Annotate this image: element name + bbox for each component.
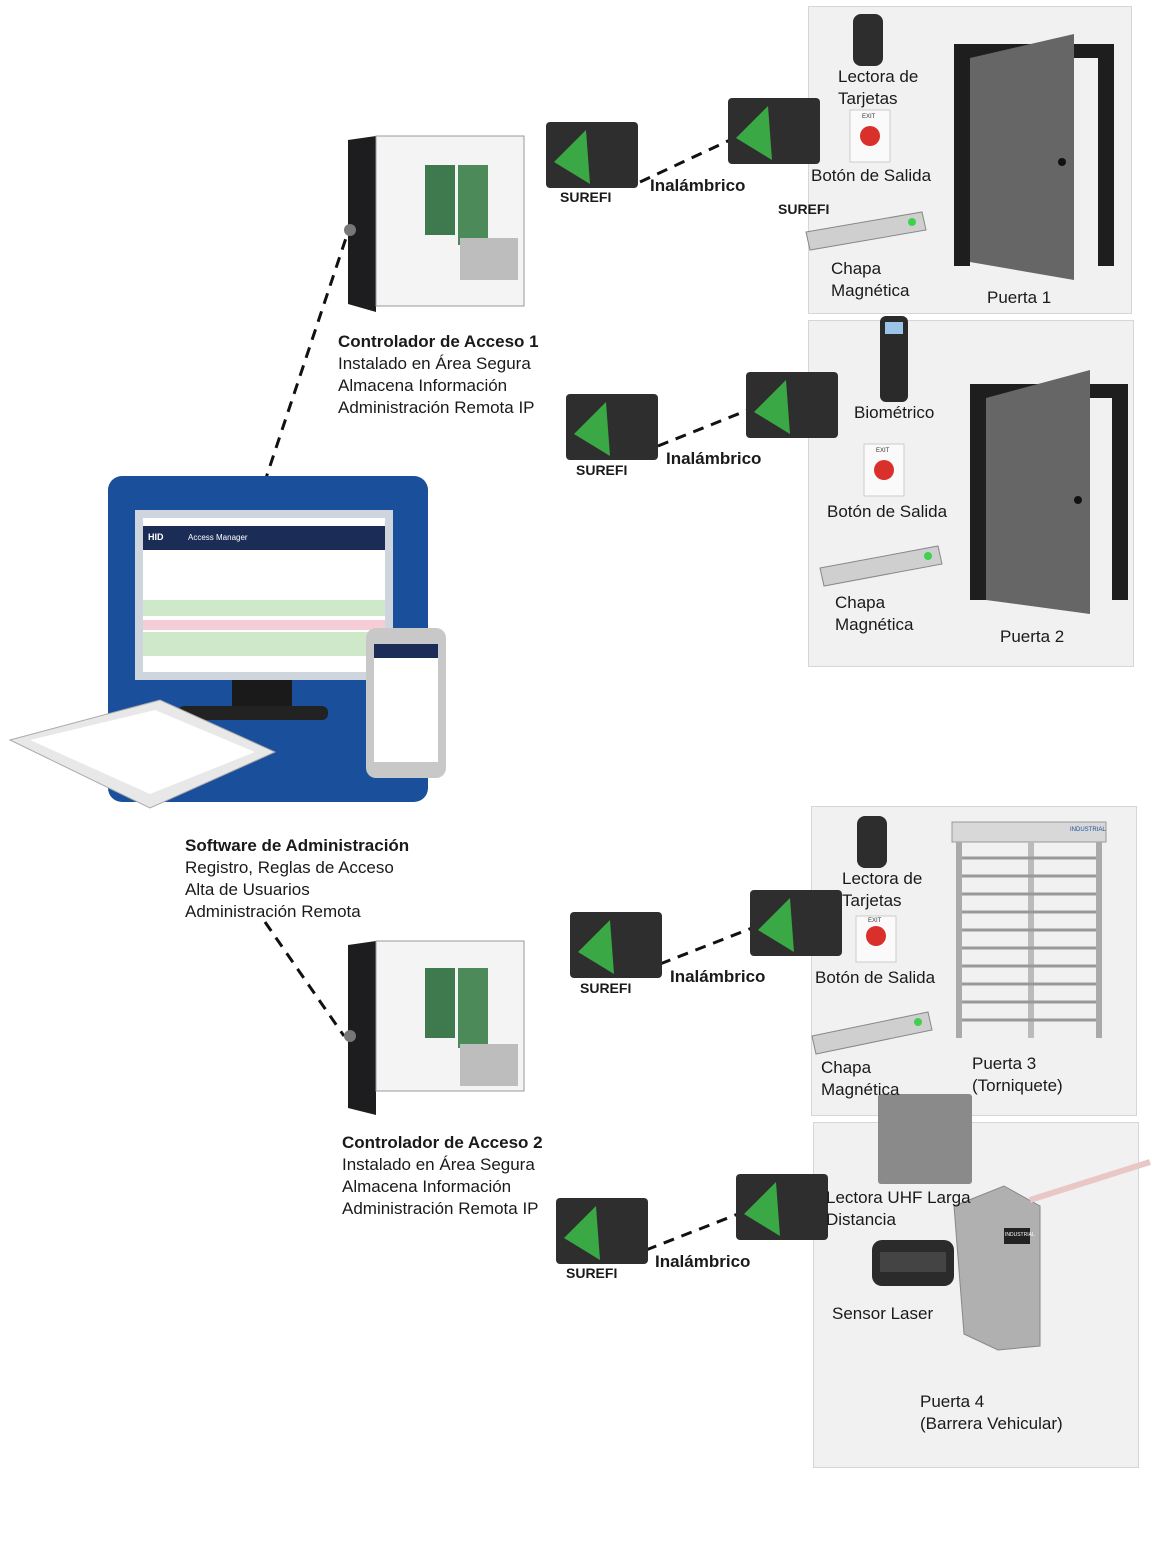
mag-lock-1: [805, 211, 927, 251]
controller-1-line: Administración Remota IP: [338, 398, 535, 417]
link-wireless-4: [645, 1212, 739, 1252]
surefi-label: SUREFI: [566, 1265, 618, 1281]
exit-button-label: Botón de Salida: [827, 502, 948, 521]
link-wireless-1: [639, 138, 731, 184]
card-reader-label: Lectora de Tarjetas: [842, 869, 923, 910]
link-wireless-3: [659, 926, 753, 966]
controller-1-description: Controlador de Acceso 1 Instalado en Áre…: [338, 331, 539, 419]
uhf-reader: [878, 1094, 972, 1184]
mag-lock-label: Chapa Magnética: [835, 593, 914, 634]
surefi-label: SUREFI: [576, 462, 628, 478]
surefi-label: SUREFI: [560, 189, 612, 205]
exit-sign-text: EXIT: [868, 918, 882, 924]
mag-lock-label: Chapa Magnética: [821, 1058, 900, 1099]
mag-lock-2: [819, 545, 943, 587]
link-wireless-2: [657, 408, 749, 448]
barrier-brand: INDUSTRIAL: [1005, 1232, 1035, 1238]
surefi-units: [546, 98, 842, 1264]
laser-sensor-label: Sensor Laser: [832, 1304, 934, 1323]
surefi-label: SUREFI: [580, 980, 632, 996]
screen-brand: HID: [148, 532, 164, 542]
door-2-graphic: [970, 370, 1128, 614]
door-1-label: Puerta 1: [987, 288, 1052, 307]
wireless-label: Inalámbrico: [655, 1252, 751, 1271]
link-software-controller-1: [256, 231, 350, 503]
card-reader-3: [857, 816, 887, 868]
controller-1-box: [344, 135, 525, 312]
surefi-label: SUREFI: [778, 201, 830, 217]
controller-2-line: Almacena Información: [342, 1177, 512, 1196]
controller-1-line: Almacena Información: [338, 376, 508, 395]
software-line: Registro, Reglas de Acceso: [185, 858, 394, 877]
exit-button-2: [863, 443, 905, 497]
controller-2-box: [344, 940, 525, 1115]
exit-sign-text: EXIT: [876, 448, 890, 454]
exit-sign-text: EXIT: [862, 114, 876, 120]
controller-1-line: Instalado en Área Segura: [338, 354, 531, 373]
screen-app-title: Access Manager: [188, 533, 248, 542]
uhf-reader-label: Lectora UHF Larga Distancia: [826, 1188, 971, 1229]
controller-1-title: Controlador de Acceso 1: [338, 332, 539, 351]
controller-2-line: Instalado en Área Segura: [342, 1155, 535, 1174]
door-2-label: Puerta 2: [1000, 627, 1065, 646]
card-reader-1: [853, 14, 883, 66]
exit-button-3: [855, 915, 897, 963]
software-line: Alta de Usuarios: [185, 880, 310, 899]
controller-2-description: Controlador de Acceso 2 Instalado en Áre…: [342, 1132, 543, 1220]
software-devices: [8, 476, 446, 809]
wireless-label: Inalámbrico: [670, 967, 766, 986]
software-line: Administración Remota: [185, 902, 361, 921]
mag-lock-3: [811, 1011, 933, 1055]
turnstile-brand: INDUSTRIAL: [1070, 827, 1106, 833]
vehicle-barrier: [953, 1159, 1151, 1351]
wireless-label: Inalámbrico: [666, 449, 762, 468]
exit-button-label: Botón de Salida: [815, 968, 936, 987]
mag-lock-label: Chapa Magnética: [831, 259, 910, 300]
link-software-controller-2: [263, 921, 346, 1037]
wireless-label: Inalámbrico: [650, 176, 746, 195]
controller-2-line: Administración Remota IP: [342, 1199, 539, 1218]
turnstile-graphic: [951, 821, 1107, 1038]
exit-button-label: Botón de Salida: [811, 166, 932, 185]
card-reader-label: Lectora de Tarjetas: [838, 67, 919, 108]
door-4-label: Puerta 4 (Barrera Vehicular): [920, 1392, 1063, 1433]
exit-button-1: [849, 109, 891, 163]
door-1-graphic: [954, 34, 1114, 280]
controller-2-title: Controlador de Acceso 2: [342, 1133, 543, 1152]
software-title: Software de Administración: [185, 836, 410, 855]
biometric-label: Biométrico: [854, 403, 935, 422]
software-description: Software de Administración Registro, Reg…: [185, 835, 409, 923]
laser-sensor: [872, 1240, 954, 1286]
biometric-reader: [880, 316, 908, 402]
door-3-label: Puerta 3 (Torniquete): [972, 1054, 1063, 1095]
